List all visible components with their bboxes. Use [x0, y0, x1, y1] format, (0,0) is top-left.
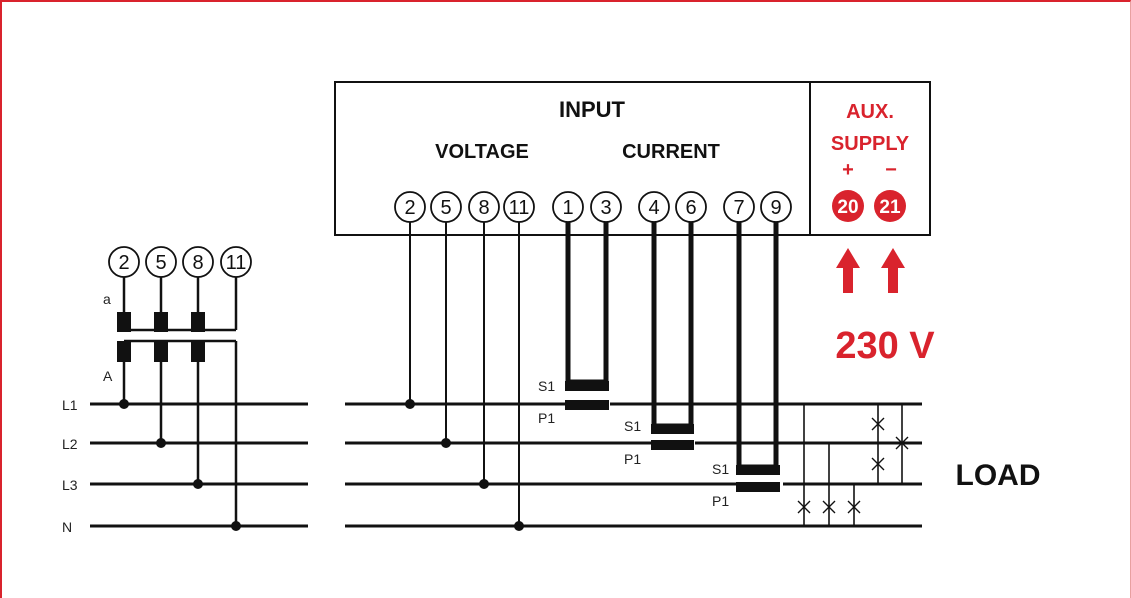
- load-cross-marks: [797, 417, 909, 514]
- line-label-n: N: [62, 519, 72, 535]
- terminal-label: 1: [562, 197, 573, 219]
- arrow-up-icon: [881, 248, 905, 293]
- terminal-label: 4: [648, 197, 659, 219]
- left-terminal-label: 5: [155, 252, 166, 274]
- aux-terminal-label: 20: [837, 197, 858, 218]
- terminal-label: 5: [440, 197, 451, 219]
- line-label-l1: L1: [62, 397, 78, 413]
- ct1-p-label: P1: [538, 410, 555, 426]
- load-label: LOAD: [956, 459, 1041, 492]
- terminal-label: 11: [509, 197, 530, 219]
- line-label-l3: L3: [62, 477, 78, 493]
- phase-lines: [90, 402, 922, 528]
- aux-supply-box: [809, 81, 931, 236]
- line-label-l2: L2: [62, 436, 78, 452]
- terminal-label: 7: [733, 197, 744, 219]
- pt-primary-label: A: [103, 368, 113, 384]
- voltage-wires: [409, 222, 520, 526]
- pt-coils: [117, 312, 205, 362]
- terminal-label: 6: [685, 197, 696, 219]
- terminal-label: 8: [478, 197, 489, 219]
- ct3-s-label: S1: [712, 461, 729, 477]
- ct2-p-label: P1: [624, 451, 641, 467]
- ct1-s-label: S1: [538, 378, 555, 394]
- aux-title-line1: AUX.: [846, 101, 894, 123]
- left-terminal-label: 11: [226, 252, 247, 274]
- left-terminals: 2 5 8 11: [108, 246, 252, 278]
- left-terminal-label: 2: [118, 252, 129, 274]
- voltage-label: VOLTAGE: [435, 141, 529, 163]
- input-terminals: 2 5 8 11 1 3 4 6 7 9: [394, 191, 792, 223]
- arrow-up-icon: [836, 248, 860, 293]
- ct3-p-label: P1: [712, 493, 729, 509]
- aux-plus-sign: +: [842, 159, 854, 181]
- terminal-label: 2: [404, 197, 415, 219]
- load-connections: [803, 404, 903, 526]
- aux-terminal-label: 21: [879, 197, 901, 218]
- terminal-label: 9: [770, 197, 781, 219]
- terminal-label: 3: [600, 197, 611, 219]
- aux-terminal-20: [832, 190, 864, 222]
- current-label: CURRENT: [622, 141, 720, 163]
- aux-minus-sign: −: [885, 159, 897, 181]
- aux-terminal-21: [874, 190, 906, 222]
- ct2-s-label: S1: [624, 418, 641, 434]
- aux-title-line2: SUPPLY: [831, 133, 910, 155]
- left-terminal-label: 8: [192, 252, 203, 274]
- input-title: INPUT: [559, 97, 626, 122]
- pt-wiring: [122, 277, 238, 526]
- aux-voltage: 230 V: [835, 325, 935, 367]
- ct-cores: [565, 381, 780, 492]
- junction-dots: [119, 399, 524, 531]
- pt-secondary-label: a: [103, 291, 111, 307]
